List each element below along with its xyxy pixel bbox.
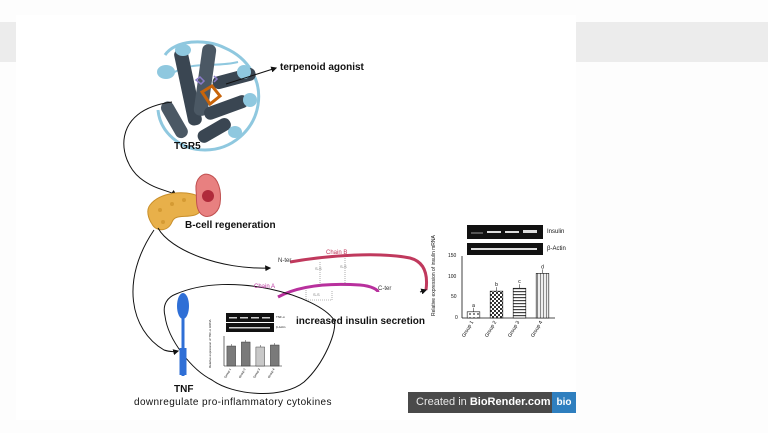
insulin-bar [466,311,481,319]
chain-b-label: Chain B [326,250,348,256]
insulin-y-tick-100: 100 [448,274,457,280]
tnf-bar [226,345,236,367]
tnf-x-tick-label: Group 1 [223,367,232,379]
receptor-label: TGR5 [174,141,201,152]
tnf-x-tick-label: Group 4 [267,367,276,379]
insulin-x-tick-label: Group 4 [530,320,544,339]
tgr5-protein-structure [156,40,261,152]
insulin-x-tick-label: Group 1 [461,320,475,339]
disulfide-bonds [305,258,346,301]
tnf-receptor-illustration [177,293,189,376]
insulin-bar [489,290,504,319]
biorender-logo-icon: bio [552,392,576,413]
regeneration-label: B-cell regeneration [185,220,276,231]
disulfide-label-1: S-S [315,266,322,271]
tnf-bar-chart: Group 1 Group 2 Group 3 Group 4 [223,336,282,379]
insulin-bar [512,287,527,319]
insulin-x-tick-label: Group 3 [507,320,521,339]
disulfide-label-2: S-S [340,264,347,269]
right-gray-band [576,22,768,62]
attribution-brand: BioRender.com [469,396,551,408]
tnf-x-tick-label: Group 2 [238,367,247,379]
left-gray-band [0,22,16,62]
tnf-bar [255,346,265,367]
tnf-bar [270,344,280,367]
tnf-bar [241,341,251,367]
attribution-text: Created in BioRender.com [416,396,551,408]
tnf-actin-gel-label: β-Actin [276,325,286,329]
tnf-gel-panel [226,313,274,332]
secretion-label: increased insulin secretion [296,316,425,327]
insulin-bar-letter: d [541,264,544,270]
insulin-bar-letter: a [472,303,475,309]
tnf-gel-label: TNF-α [276,315,285,319]
attribution-prefix: Created in [416,396,470,408]
agonist-pointer-arrow [225,66,278,85]
agonist-label: terpenoid agonist [280,62,364,73]
tgr5-to-pancreas-arrow [123,101,178,196]
pancreas-to-insulin-arrow [157,227,272,272]
actin-gel-label: β-Actin [547,246,566,252]
downregulate-label: downregulate pro-inflammatory cytokines [134,397,332,408]
insulin-y-tick-0: 0 [455,315,458,321]
beta-cell-illustration [195,173,221,217]
insulin-x-tick-label: Group 2 [484,320,498,339]
disulfide-label-3: S-S [313,292,320,297]
chain-b-strand [289,253,429,291]
insulin-bar-letter: c [518,279,521,285]
tnf-loop-outline [163,283,336,395]
pancreas-illustration [147,192,204,231]
insulin-gel-panel [467,225,543,255]
c-terminal-label: C-ter [378,286,392,292]
tnf-label: TNF [174,384,194,395]
chain-a-label: Chain A [254,284,276,290]
n-terminal-label: N-ter [278,258,292,264]
pancreas-to-tnf-arrow [132,229,180,356]
insulin-y-tick-150: 150 [448,253,457,259]
tnf-y-axis-title: Relative expression of TNF-α mRNA [208,319,212,368]
insulin-bar [535,273,550,319]
biorender-attribution[interactable]: Created in BioRender.com bio [408,392,576,413]
insulin-gel-label: Insulin [547,229,565,235]
insulin-y-axis-title: Relative expression of insulin mRNA [431,235,437,316]
tnf-x-tick-label: Group 3 [252,367,261,379]
chain-a-strand [277,282,380,299]
insulin-end-arrow [419,288,428,295]
insulin-bar-letter: b [495,282,498,288]
figure-canvas [16,15,576,420]
insulin-y-tick-50: 50 [451,294,457,300]
